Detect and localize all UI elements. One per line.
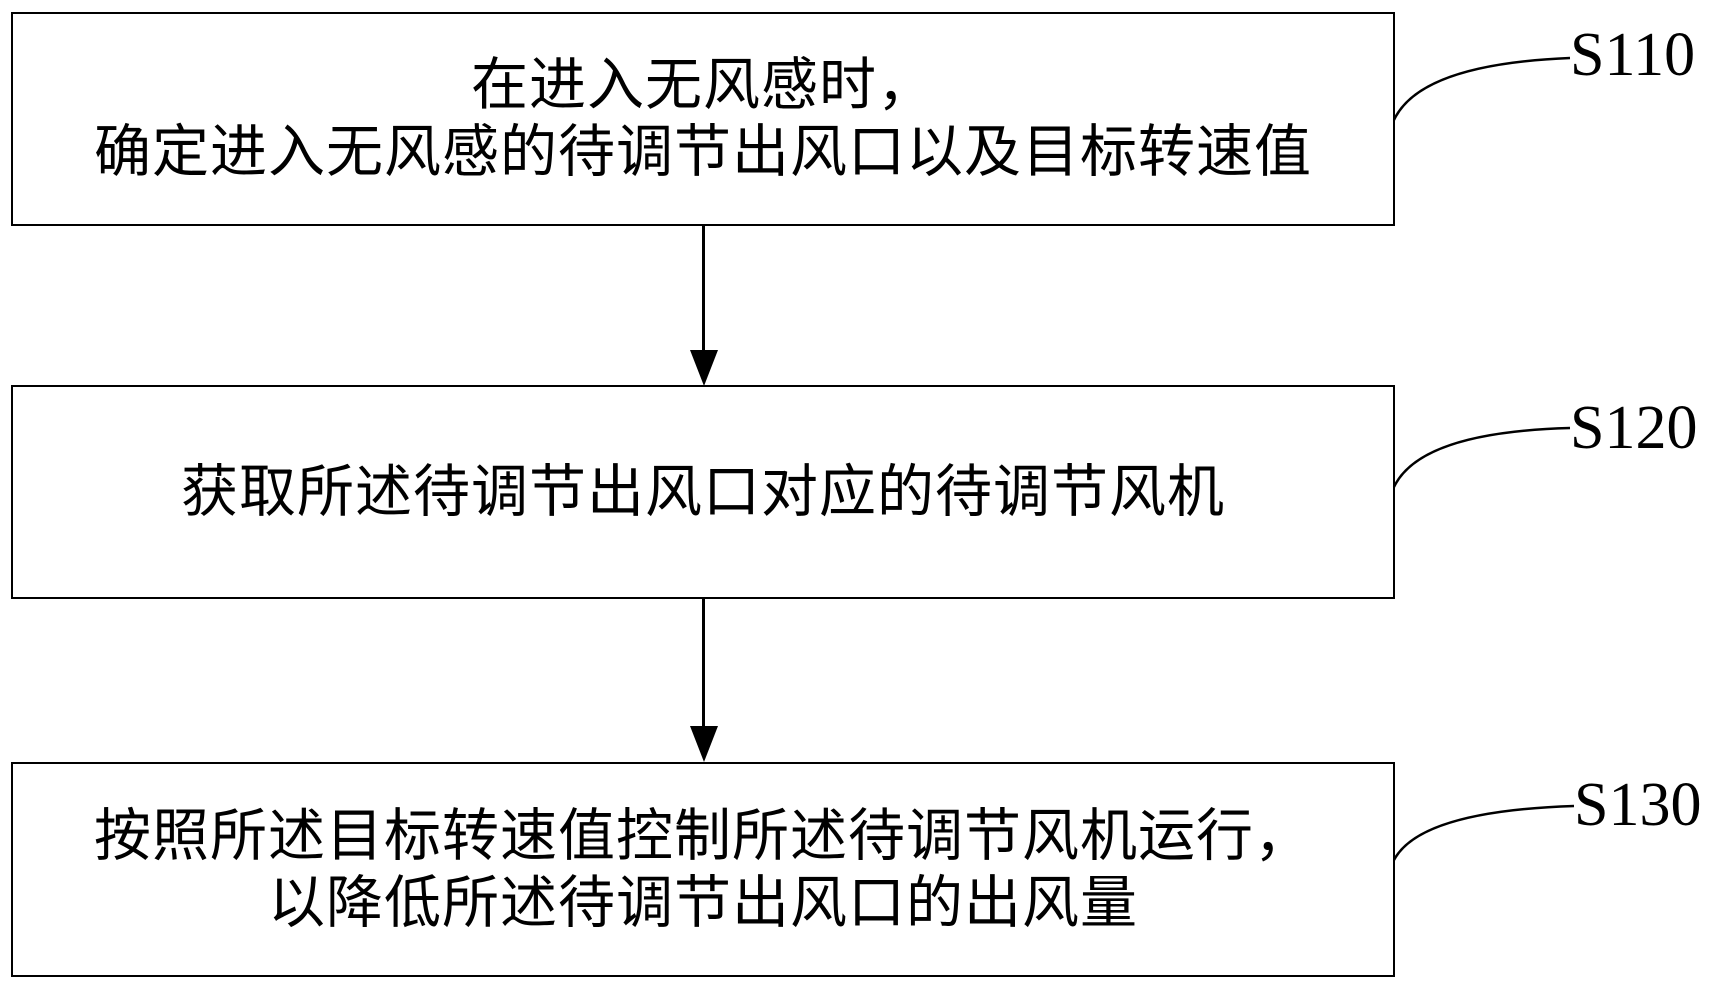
- leader-line-s110: [1392, 56, 1571, 121]
- step-label-s110: S110: [1570, 21, 1696, 89]
- flow-step-box-s110: 在进入无风感时， 确定进入无风感的待调节出风口以及目标转速值: [11, 12, 1395, 226]
- step-text-line: 按照所述目标转速值控制所述待调节风机运行，: [94, 804, 1312, 868]
- flow-step-box-s120: 获取所述待调节出风口对应的待调节风机: [11, 385, 1395, 599]
- arrow-down-icon: [690, 350, 718, 386]
- step-label-s120: S120: [1570, 394, 1698, 462]
- step-text-line: 获取所述待调节出风口对应的待调节风机: [181, 460, 1225, 524]
- step-text-line: 确定进入无风感的待调节出风口以及目标转速值: [94, 121, 1312, 184]
- arrow-down-icon: [690, 726, 718, 762]
- step-text-line: 在进入无风感时，: [471, 54, 935, 117]
- flow-step-box-s130: 按照所述目标转速值控制所述待调节风机运行， 以降低所述待调节出风口的出风量: [11, 762, 1395, 977]
- step-text-line: 以降低所述待调节出风口的出风量: [268, 871, 1138, 935]
- flow-arrow-shaft: [702, 226, 705, 351]
- flow-arrow-shaft: [702, 599, 705, 727]
- leader-line-s130: [1392, 804, 1575, 861]
- step-label-s130: S130: [1574, 771, 1702, 839]
- leader-line-s120: [1392, 426, 1571, 488]
